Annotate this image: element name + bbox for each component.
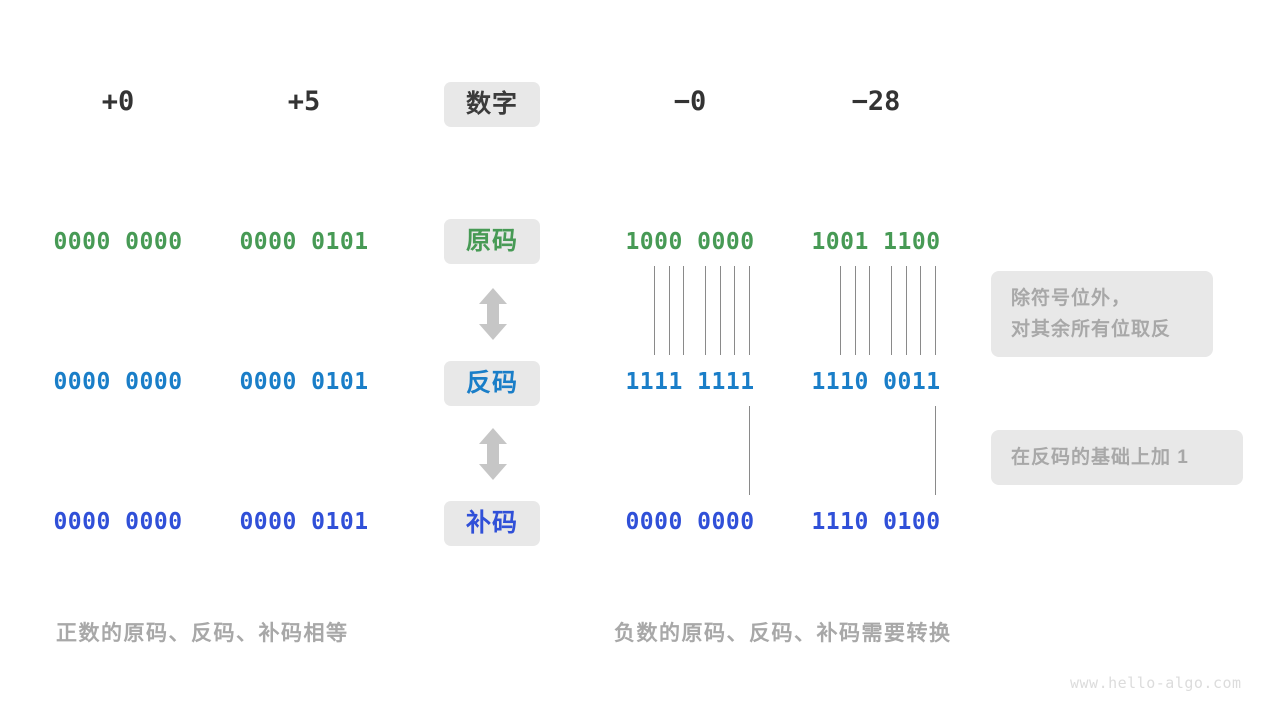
connector-line (869, 266, 870, 355)
column-header-minus-twentyeight: −28 (851, 86, 901, 117)
value-ones-complement-plus-zero: 0000 0000 (53, 369, 183, 395)
value-twos-complement-minus-twentyeight: 1110 0100 (811, 509, 941, 535)
connector-line (749, 406, 750, 495)
value-twos-complement-plus-five: 0000 0101 (239, 509, 369, 535)
value-original-minus-zero: 1000 0000 (625, 229, 755, 255)
column-header-minus-zero: −0 (673, 86, 707, 117)
column-header-plus-five: +5 (287, 86, 321, 117)
value-twos-complement-plus-zero: 0000 0000 (53, 509, 183, 535)
value-original-minus-twentyeight: 1001 1100 (811, 229, 941, 255)
value-twos-complement-minus-zero: 0000 0000 (625, 509, 755, 535)
connector-line (920, 266, 921, 355)
connector-line (935, 406, 936, 495)
connector-line (683, 266, 684, 355)
connector-line (705, 266, 706, 355)
watermark: www.hello-algo.com (1070, 674, 1242, 692)
connector-line (669, 266, 670, 355)
value-original-plus-five: 0000 0101 (239, 229, 369, 255)
connector-line (749, 266, 750, 355)
row-label-twos-complement: 补码 (444, 501, 540, 546)
note-invert-non-sign-bits: 除符号位外， 对其余所有位取反 (991, 271, 1213, 357)
value-ones-complement-minus-twentyeight: 1110 0011 (811, 369, 941, 395)
caption-negative-numbers: 负数的原码、反码、补码需要转换 (614, 622, 952, 645)
row-label-original-code: 原码 (444, 219, 540, 264)
column-header-plus-zero: +0 (101, 86, 135, 117)
note-add-one-to-ones-complement: 在反码的基础上加 1 (991, 430, 1243, 485)
double-arrow-up-down-icon-1 (474, 288, 512, 345)
connector-line (906, 266, 907, 355)
column-header-number-chip: 数字 (444, 82, 540, 127)
note-line: 对其余所有位取反 (1011, 319, 1172, 340)
connector-line (891, 266, 892, 355)
connector-line (935, 266, 936, 355)
caption-positive-numbers: 正数的原码、反码、补码相等 (56, 622, 349, 645)
row-label-ones-complement: 反码 (444, 361, 540, 406)
value-ones-complement-plus-five: 0000 0101 (239, 369, 369, 395)
note-line: 在反码的基础上加 1 (1011, 447, 1189, 468)
connector-line (654, 266, 655, 355)
connector-line (855, 266, 856, 355)
double-arrow-up-down-icon-2 (474, 428, 512, 485)
value-ones-complement-minus-zero: 1111 1111 (625, 369, 755, 395)
connector-line (734, 266, 735, 355)
value-original-plus-zero: 0000 0000 (53, 229, 183, 255)
note-line: 除符号位外， (1011, 288, 1132, 309)
connector-line (720, 266, 721, 355)
connector-line (840, 266, 841, 355)
